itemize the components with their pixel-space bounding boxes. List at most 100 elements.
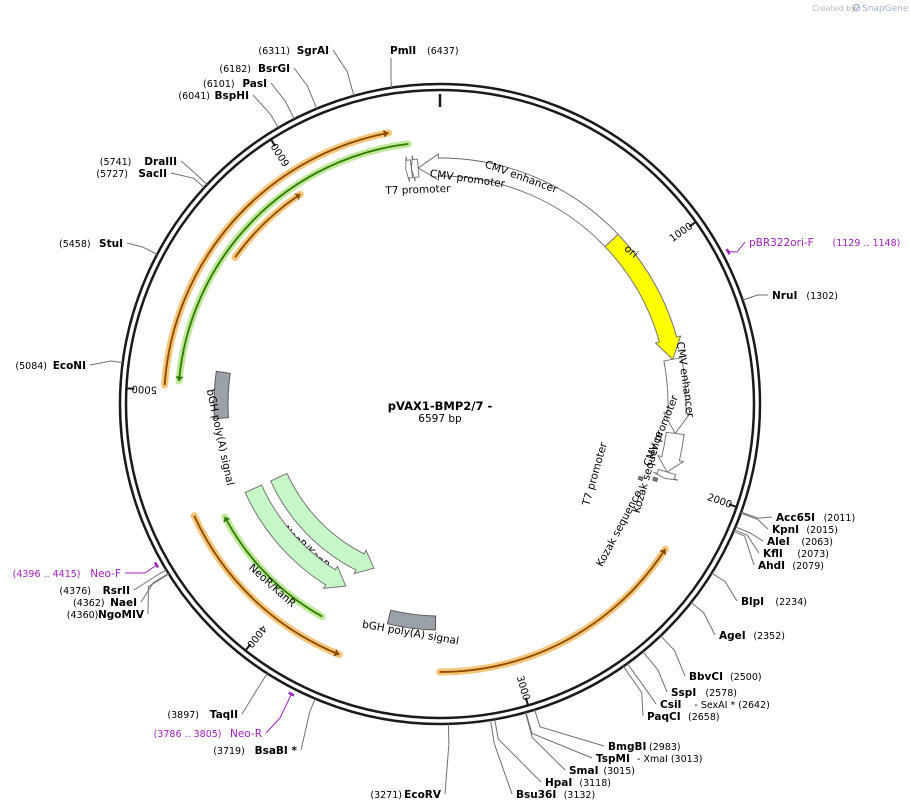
enzyme-site-nrui[interactable]: NruI(1302)	[772, 290, 838, 302]
enzyme-leader	[147, 573, 170, 615]
enzyme-site-smai[interactable]: SmaI(3015)	[569, 765, 635, 777]
enzyme-site-bmgbi[interactable]: BmgBI(2983)	[608, 741, 681, 753]
enzyme-site-bbvci[interactable]: BbvCI(2500)	[689, 671, 762, 683]
enzyme-leader	[734, 529, 760, 554]
feature-kozak-sequence[interactable]: Kozak sequence	[594, 475, 645, 569]
translation-arrowhead	[223, 516, 231, 523]
enzyme-site-paqci[interactable]: PaqCI(2658)	[647, 711, 720, 723]
enzyme-site-blpi[interactable]: BlpI(2234)	[741, 596, 807, 608]
enzyme-position: (4360)	[67, 610, 99, 621]
translation-arrowhead	[383, 129, 389, 138]
enzyme-site-pmli[interactable]: PmlI(6437)	[390, 45, 459, 57]
enzyme-position: (1302)	[806, 291, 838, 302]
tick-mark	[244, 643, 252, 652]
enzyme-leader	[444, 723, 450, 795]
enzyme-name: BspHI	[215, 90, 249, 102]
tick-mark	[728, 503, 737, 508]
enzyme-name: PasI	[242, 78, 267, 90]
enzyme-leader	[711, 572, 738, 602]
feature-arrow-shape	[405, 156, 413, 183]
enzyme-site-bsu36i[interactable]: Bsu36I(3132)	[516, 789, 595, 801]
feature-bgh-poly-a-signal[interactable]: bGH poly(A) signal	[361, 609, 460, 647]
feature-neor-kanr[interactable]: NeoR/KanR	[270, 472, 375, 575]
enzyme-site-hpai[interactable]: HpaI(3118)	[545, 777, 611, 789]
enzyme-site-draiii[interactable]: DraIII(5741)	[100, 156, 177, 168]
enzyme-position: (5741)	[100, 157, 132, 168]
tick-label: 5000	[131, 383, 157, 395]
enzyme-position: (2500)	[730, 672, 762, 683]
enzyme-name: BlpI	[741, 596, 764, 608]
enzyme-site-ngomiv[interactable]: NgoMIV(4360)	[67, 609, 145, 621]
plasmid-name: pVAX1-BMP2/7 -	[388, 399, 493, 413]
enzyme-leader	[742, 294, 769, 301]
feature-box	[637, 475, 644, 482]
enzyme-name: Acc65I	[776, 512, 815, 524]
enzyme-site-kfli[interactable]: KflI(2073)	[763, 548, 829, 560]
feature-arrow-shape	[417, 153, 619, 248]
translation-arrow[interactable]	[221, 513, 326, 621]
enzyme-site-csii[interactable]: CsiI- SexAI * (2642)	[660, 699, 770, 711]
primer-mark	[153, 561, 160, 569]
primer-position: (3786 .. 3805)	[154, 729, 222, 740]
enzyme-name: KpnI	[772, 524, 799, 536]
enzyme-leader	[300, 698, 316, 751]
enzyme-leader	[89, 360, 123, 366]
primer-position: (1129 .. 1148)	[833, 238, 901, 249]
enzyme-leader	[524, 712, 566, 771]
enzyme-leader	[490, 719, 513, 795]
primer-mark	[725, 248, 731, 255]
enzyme-leader	[735, 526, 764, 542]
feature-t7-promoter[interactable]: T7 promoter	[384, 156, 451, 197]
enzyme-site-econi[interactable]: EcoNI(5084)	[15, 360, 86, 372]
enzyme-site-acc65i[interactable]: Acc65I(2011)	[776, 512, 855, 524]
enzyme-leader	[241, 673, 268, 715]
enzyme-leader	[332, 49, 355, 96]
enzyme-site-stui[interactable]: StuI(5458)	[59, 238, 123, 250]
credit-text: Created by	[812, 4, 856, 13]
enzyme-site-taqii[interactable]: TaqII(3897)	[167, 709, 238, 721]
enzyme-site-sacii[interactable]: SacII(5727)	[96, 168, 167, 180]
enzyme-leader	[140, 572, 169, 603]
translation-arrow[interactable]	[436, 545, 669, 676]
enzyme-site-sspi[interactable]: SspI(2578)	[671, 687, 737, 699]
enzyme-position: (2983)	[649, 742, 681, 753]
enzyme-name: TspMI	[596, 753, 630, 765]
translation-arrow[interactable]	[231, 190, 304, 261]
enzyme-site-bsabi[interactable]: BsaBI *(3719)	[213, 745, 297, 757]
feature-cmv-enhancer[interactable]: CMV enhancer	[417, 153, 619, 248]
enzyme-site-rsrii[interactable]: RsrII(4376)	[59, 585, 130, 597]
enzyme-position: (6041)	[178, 91, 210, 102]
translation-arrow[interactable]	[190, 512, 343, 658]
enzyme-leader	[270, 82, 295, 120]
enzyme-leader	[622, 666, 644, 717]
snapgene-logo-icon	[852, 3, 861, 12]
tick-label: 3000	[514, 674, 532, 702]
enzyme-site-ahdi[interactable]: AhdI(2079)	[758, 560, 824, 572]
enzyme-site-agei[interactable]: AgeI(2352)	[719, 630, 785, 642]
feature-arrow-shape	[653, 468, 679, 481]
enzyme-site-alei[interactable]: AleI(2063)	[767, 536, 833, 548]
feature-bgh-poly-a-signal[interactable]: bGH poly(A) signal	[204, 370, 236, 487]
feature-arrow-shape	[270, 472, 375, 575]
translation-line	[193, 515, 340, 656]
enzyme-site-naei[interactable]: NaeI(4362)	[73, 597, 137, 609]
enzyme-site-bsrgi[interactable]: BsrGI(6182)	[219, 63, 290, 75]
enzyme-site-bsphi[interactable]: BspHI (6041)	[178, 90, 249, 102]
translation-arrowhead	[333, 649, 340, 657]
enzyme-site-ecorv[interactable]: EcoRV(3271)	[370, 789, 441, 801]
translation-arrow[interactable]	[175, 140, 412, 385]
feature-ori[interactable]: ori	[604, 233, 682, 361]
enzyme-position: (2063)	[801, 537, 833, 548]
enzyme-site-sgrai[interactable]: SgrAI(6311)	[258, 45, 329, 57]
enzyme-site-kpni[interactable]: KpnI(2015)	[772, 524, 838, 536]
enzyme-site-pasi[interactable]: PasI(6101)	[203, 78, 267, 90]
enzyme-site-tspmi[interactable]: TspMI- XmaI (3013)	[596, 753, 702, 765]
primer-name: Neo-R	[230, 728, 262, 740]
enzyme-name: BsaBI *	[255, 745, 298, 757]
feature-arrow-shape	[244, 484, 347, 589]
enzyme-name: SspI	[671, 687, 696, 699]
primer-neo-f[interactable]: Neo-F(4396 .. 4415)	[13, 568, 121, 580]
primer-neo-r[interactable]: Neo-R (3786 .. 3805)	[154, 728, 262, 740]
primer-pbr322ori-f[interactable]: pBR322ori-F(1129 .. 1148)	[749, 237, 900, 249]
translation-arrow[interactable]	[161, 129, 393, 389]
